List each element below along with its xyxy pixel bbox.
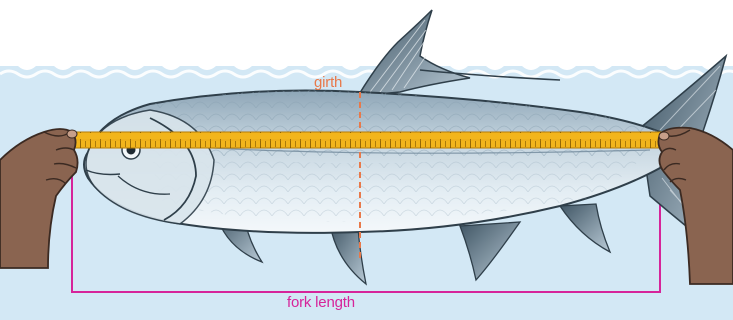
measuring-tape <box>74 132 666 148</box>
fork-length-label: fork length <box>287 294 355 311</box>
girth-label: girth <box>314 74 342 91</box>
